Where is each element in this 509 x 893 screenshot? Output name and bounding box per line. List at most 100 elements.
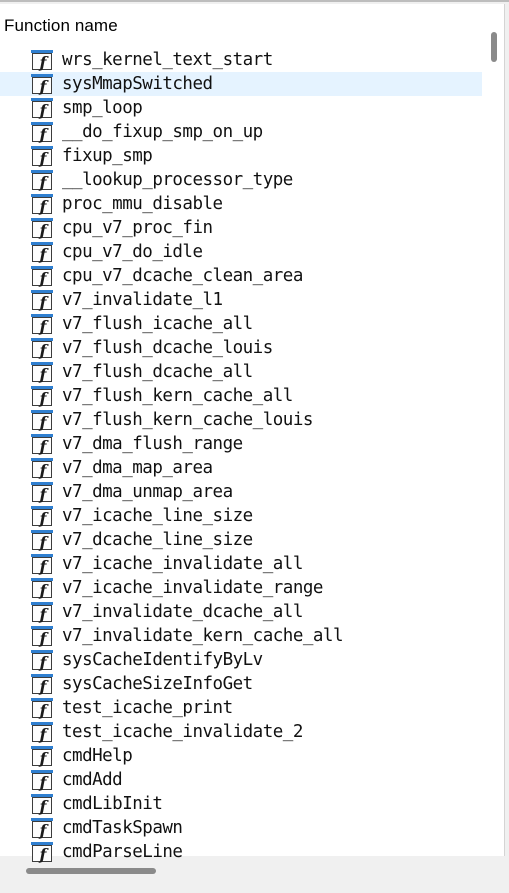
function-icon: f — [31, 842, 53, 863]
function-icon: f — [31, 818, 53, 839]
function-icon-glyph: f — [39, 437, 47, 456]
function-icon: f — [31, 410, 53, 431]
function-name-label: fixup_smp — [62, 146, 153, 166]
function-icon: f — [31, 698, 53, 719]
function-icon: f — [31, 50, 53, 72]
function-icon: f — [31, 242, 53, 263]
function-icon: f — [31, 578, 53, 599]
function-list-item[interactable]: f v7_flush_kern_cache_louis — [0, 408, 482, 432]
function-icon-glyph: f — [39, 149, 47, 168]
function-list-item[interactable]: f v7_dcache_line_size — [0, 528, 482, 552]
function-name-label: smp_loop — [62, 98, 143, 118]
function-list-item[interactable]: f v7_icache_invalidate_all — [0, 552, 482, 576]
function-name-label: v7_invalidate_l1 — [62, 290, 223, 310]
function-icon-glyph: f — [39, 317, 47, 336]
function-name-label: v7_flush_dcache_all — [62, 362, 253, 382]
function-icon-glyph: f — [39, 269, 47, 288]
function-icon-glyph: f — [39, 293, 47, 312]
function-name-label: v7_dcache_line_size — [62, 530, 253, 550]
function-name-label: test_icache_invalidate_2 — [62, 722, 303, 742]
function-icon-glyph: f — [39, 725, 47, 744]
function-name-label: v7_flush_kern_cache_louis — [62, 410, 313, 430]
function-icon-glyph: f — [39, 509, 47, 528]
function-list-item[interactable]: f v7_invalidate_kern_cache_all — [0, 624, 482, 648]
function-name-label: cmdAdd — [62, 770, 123, 790]
function-name-label: cpu_v7_do_idle — [62, 242, 203, 262]
function-list-item[interactable]: f fixup_smp — [0, 144, 482, 168]
function-icon-glyph: f — [39, 677, 47, 696]
function-name-label: wrs_kernel_text_start — [62, 50, 273, 70]
function-icon-glyph: f — [39, 389, 47, 408]
function-name-label: v7_dma_map_area — [62, 458, 213, 478]
function-icon: f — [31, 362, 53, 383]
function-name-label: v7_flush_kern_cache_all — [62, 386, 293, 406]
function-icon-glyph: f — [39, 341, 47, 360]
function-icon: f — [31, 530, 53, 551]
function-list-item[interactable]: f v7_invalidate_l1 — [0, 288, 482, 312]
function-name-label: cmdHelp — [62, 746, 133, 766]
function-name-label: v7_icache_invalidate_all — [62, 554, 303, 574]
function-icon-glyph: f — [39, 461, 47, 480]
function-name-label: v7_icache_line_size — [62, 506, 253, 526]
function-icon: f — [31, 218, 53, 240]
function-list-item[interactable]: f v7_icache_line_size — [0, 504, 482, 528]
horizontal-scrollbar[interactable] — [0, 860, 504, 880]
function-list-item[interactable]: f test_icache_print — [0, 696, 482, 720]
function-icon: f — [31, 434, 53, 456]
function-icon-glyph: f — [39, 557, 47, 576]
function-icon: f — [31, 122, 53, 143]
function-icon-glyph: f — [39, 749, 47, 768]
function-list-item[interactable]: f v7_dma_flush_range — [0, 432, 482, 456]
function-icon-glyph: f — [39, 53, 47, 72]
function-name-label: v7_invalidate_kern_cache_all — [62, 626, 344, 646]
function-list-item[interactable]: f test_icache_invalidate_2 — [0, 720, 482, 744]
function-icon: f — [31, 746, 53, 768]
function-list-item[interactable]: f proc_mmu_disable — [0, 192, 482, 216]
function-list-item[interactable]: f v7_flush_kern_cache_all — [0, 384, 482, 408]
function-name-label: v7_invalidate_dcache_all — [62, 602, 303, 622]
function-name-label: __do_fixup_smp_on_up — [62, 122, 263, 142]
function-list-item[interactable]: f wrs_kernel_text_start — [0, 48, 482, 72]
function-name-label: proc_mmu_disable — [62, 194, 223, 214]
function-list-item[interactable]: f cpu_v7_do_idle — [0, 240, 482, 264]
vertical-scrollbar-thumb[interactable] — [491, 32, 497, 62]
function-name-label: test_icache_print — [62, 698, 233, 718]
column-header-function-name[interactable]: Function name — [4, 16, 118, 35]
function-list-item[interactable]: f__lookup_processor_type — [0, 168, 482, 192]
function-list-item[interactable]: f cmdHelp — [0, 744, 482, 768]
function-icon-glyph: f — [39, 629, 47, 648]
vertical-scrollbar[interactable] — [483, 4, 504, 856]
function-list-item[interactable]: f __do_fixup_smp_on_up — [0, 120, 482, 144]
function-name-label: v7_dma_flush_range — [62, 434, 243, 454]
function-list-item[interactable]: f v7_dma_map_area — [0, 456, 482, 480]
function-icon: f — [31, 146, 53, 168]
function-name-label: v7_dma_unmap_area — [62, 482, 233, 502]
function-icon: f — [31, 386, 53, 408]
horizontal-scrollbar-thumb[interactable] — [26, 868, 156, 874]
function-icon-glyph: f — [39, 197, 47, 216]
function-icon-glyph: f — [39, 653, 47, 672]
function-icon-glyph: f — [39, 221, 47, 240]
function-icon: f — [31, 554, 53, 576]
function-list-item[interactable]: f v7_flush_dcache_all — [0, 360, 482, 384]
function-name-label: __lookup_processor_type — [62, 170, 293, 190]
function-icon: f — [31, 674, 53, 696]
function-name-label: sysMmapSwitched — [62, 74, 213, 94]
